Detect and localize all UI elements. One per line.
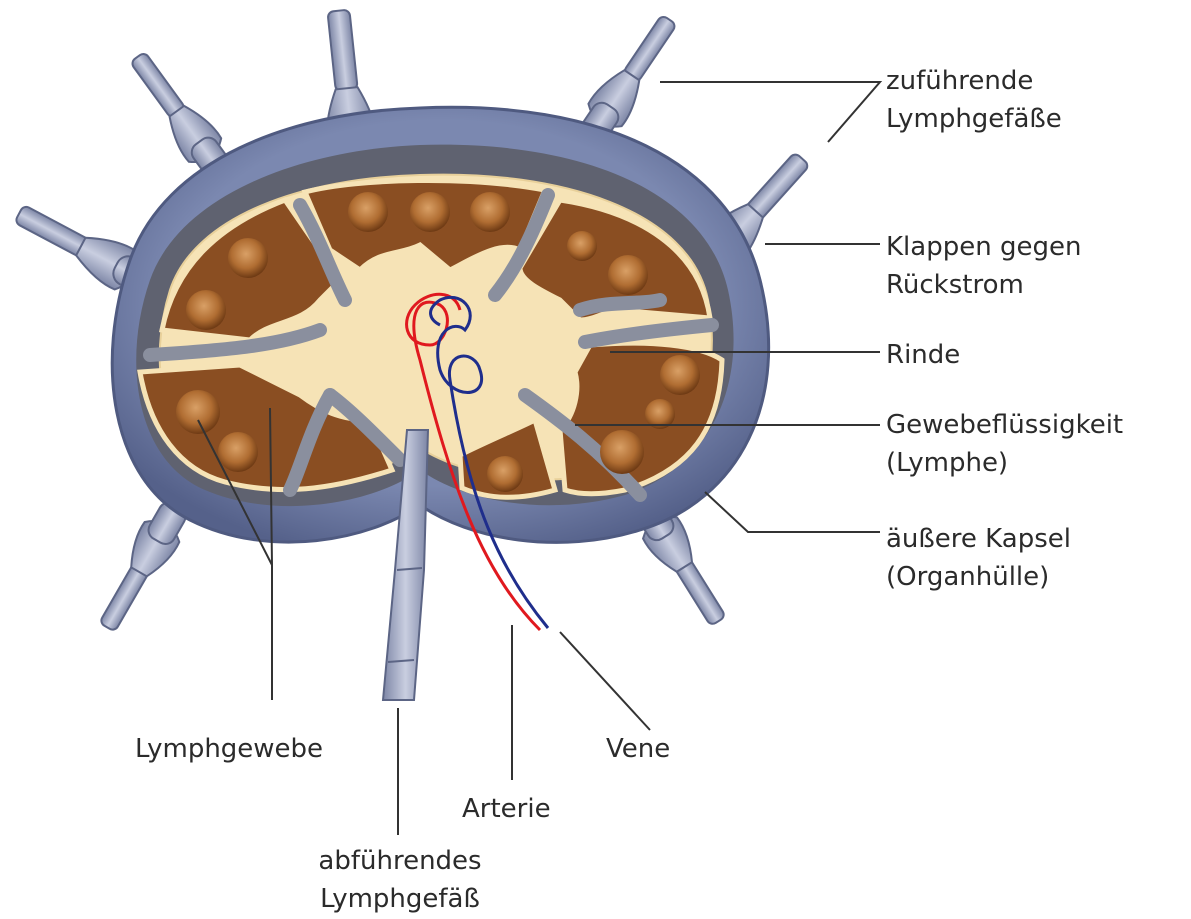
label-valves-line1: Klappen gegen (886, 228, 1081, 266)
follicle (186, 290, 226, 330)
label-efferent-vessel: abführendes Lymphgefäß (300, 842, 500, 918)
label-capsule-line1: äußere Kapsel (886, 520, 1071, 558)
label-valves-line2: Rückstrom (886, 266, 1081, 304)
follicle (600, 430, 644, 474)
label-fluid-line1: Gewebeflüssigkeit (886, 406, 1123, 444)
follicle (228, 238, 268, 278)
follicle (470, 192, 510, 232)
label-artery-text: Arterie (462, 790, 551, 828)
follicle (176, 390, 220, 434)
leader-afferent (660, 82, 880, 142)
label-efferent-line2: Lymphgefäß (300, 880, 500, 918)
label-cortex-text: Rinde (886, 336, 960, 374)
label-artery: Arterie (462, 790, 551, 828)
label-afferent-vessels: zuführende Lymphgefäße (886, 62, 1062, 138)
label-outer-capsule: äußere Kapsel (Organhülle) (886, 520, 1071, 596)
label-valves: Klappen gegen Rückstrom (886, 228, 1081, 304)
afferent-vessel (89, 496, 194, 638)
follicle (410, 192, 450, 232)
follicle (567, 231, 597, 261)
follicle (487, 456, 523, 492)
follicle (348, 192, 388, 232)
label-efferent-line1: abführendes (300, 842, 500, 880)
leader-capsule (705, 492, 880, 532)
label-tissue-fluid: Gewebeflüssigkeit (Lymphe) (886, 406, 1123, 482)
leader-vein (560, 632, 650, 730)
label-vein: Vene (606, 730, 670, 768)
label-afferent-line2: Lymphgefäße (886, 100, 1062, 138)
follicle (608, 255, 648, 295)
label-vein-text: Vene (606, 730, 670, 768)
label-cortex: Rinde (886, 336, 960, 374)
label-afferent-line1: zuführende (886, 62, 1062, 100)
label-lymph-tissue: Lymphgewebe (135, 730, 323, 768)
follicle (218, 432, 258, 472)
follicle (660, 355, 700, 395)
label-capsule-line2: (Organhülle) (886, 558, 1071, 596)
label-tissue-text: Lymphgewebe (135, 730, 323, 768)
label-fluid-line2: (Lymphe) (886, 444, 1123, 482)
